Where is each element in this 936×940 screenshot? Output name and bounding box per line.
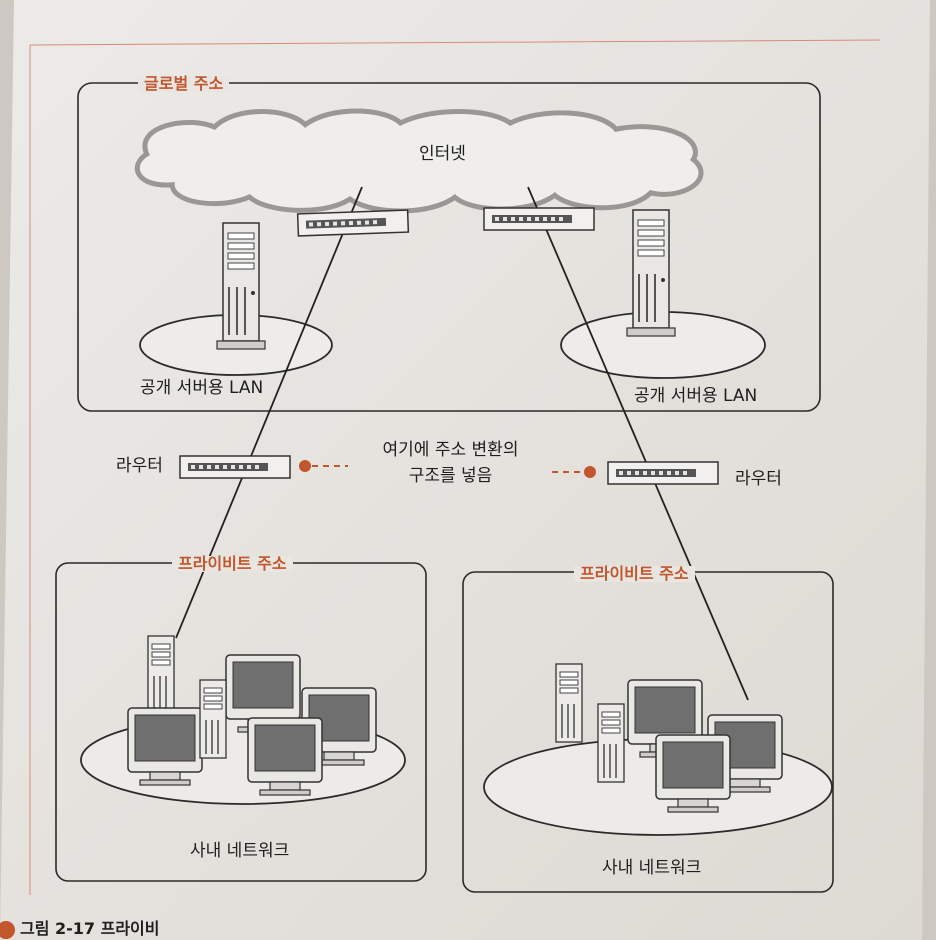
global-address-title: 글로벌 주소 [138, 76, 230, 92]
router-icon [483, 207, 595, 231]
figure-caption: 그림 2-17 프라이비 [20, 919, 160, 938]
router-left-label: 라우터 [116, 456, 163, 476]
pointer-dot-right [584, 466, 596, 478]
cloud-icon [134, 108, 704, 214]
caption-bullet [0, 921, 15, 939]
private-address-title-right: 프라이비트 주소 [574, 566, 695, 582]
translation-note-line1: 여기에 주소 변환의 [382, 440, 519, 460]
annotation-pointers [312, 465, 585, 473]
global-address-box [77, 82, 821, 412]
server-tower-icon [626, 209, 676, 337]
private-address-title-left: 프라이비트 주소 [172, 556, 293, 572]
pointer-dot-left [299, 460, 311, 472]
router-icon [607, 461, 719, 485]
router-icon [296, 209, 410, 237]
internal-network-right-label: 사내 네트워크 [602, 858, 702, 878]
server-tower-icon [216, 222, 266, 350]
internal-network-left-label: 사내 네트워크 [190, 841, 290, 861]
lan-left-label: 공개 서버용 LAN [140, 378, 264, 398]
lan-right-label: 공개 서버용 LAN [634, 386, 758, 406]
internet-label: 인터넷 [419, 144, 466, 164]
router-right-label: 라우터 [735, 469, 782, 489]
translation-note-line2: 구조를 넣음 [408, 466, 493, 486]
router-icon [179, 455, 291, 479]
